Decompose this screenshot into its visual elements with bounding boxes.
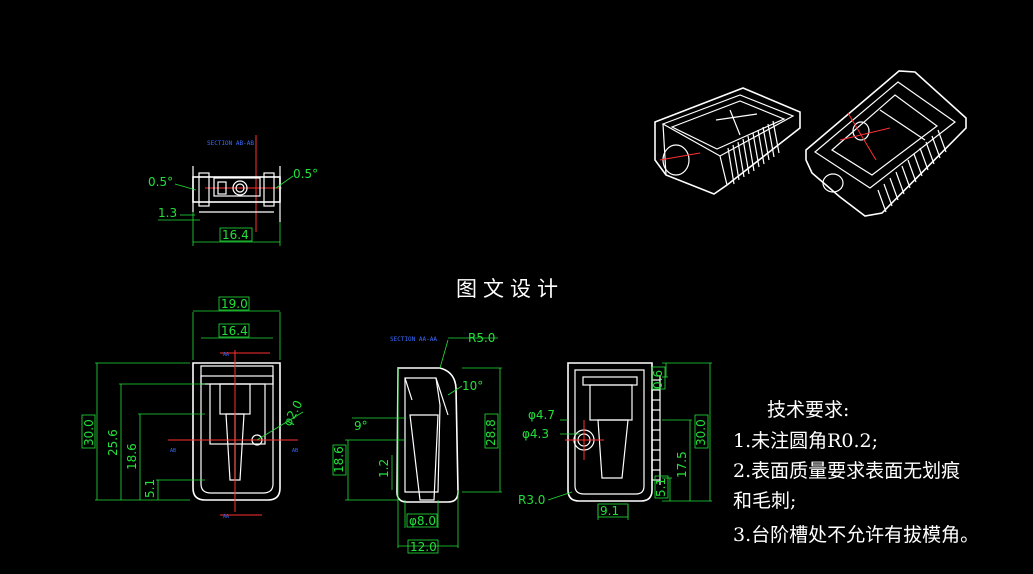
dim-1-2: 1.2	[377, 459, 391, 478]
mark-ab-left: AB	[170, 448, 176, 454]
dim-18-6-front: 18.6	[125, 443, 139, 470]
dim-5-1-side: 5.1	[654, 478, 668, 497]
dim-angle-10: 10°	[462, 379, 483, 393]
dim-5-1-front: 5.1	[143, 479, 157, 498]
mark-aa-top: AA	[223, 352, 229, 358]
dim-30-0-side: 30.0	[694, 419, 708, 446]
isometric-view-right	[805, 70, 967, 217]
dim-28-8: 28.8	[484, 419, 498, 446]
section-ab-label: SECTION AB-AB	[207, 140, 254, 147]
dim-1-3: 1.3	[158, 206, 177, 220]
isometric-view-left	[654, 87, 801, 195]
section-aa-view: SECTION AA-AA 12.0 φ8.0 R5.0 10° 9° 28.8…	[332, 331, 502, 554]
technical-requirements: 技术要求: 1.未注圆角R0.2; 2.表面质量要求表面无划痕 和毛刺; 3.台…	[733, 399, 979, 546]
mark-ab-right: AB	[292, 448, 298, 454]
dim-9-1: 9.1	[600, 504, 619, 518]
notes-heading: 技术要求:	[767, 399, 849, 421]
dim-angle-right: 0.5°	[293, 167, 318, 181]
section-aa-label: SECTION AA-AA	[390, 336, 437, 343]
dim-12-0: 12.0	[410, 540, 437, 554]
note-line-2b: 和毛刺;	[733, 490, 796, 512]
note-line-2a: 2.表面质量要求表面无划痕	[733, 460, 960, 482]
dim-17-5: 17.5	[675, 451, 689, 478]
dim-16-4-front: 16.4	[221, 324, 248, 338]
front-view: AA AA AB AB 19.0 16.4 30.0 25.6 18.6 5.1…	[81, 296, 305, 520]
dim-0-6: 0.6	[651, 370, 665, 389]
dim-phi-8-0: φ8.0	[409, 514, 436, 528]
note-line-3: 3.台阶槽处不允许有拔模角。	[733, 524, 979, 546]
dim-16-4-top: 16.4	[222, 228, 249, 242]
note-line-1: 1.未注圆角R0.2;	[733, 430, 878, 452]
dim-phi-4-7: φ4.7	[528, 408, 555, 422]
side-view: φ4.7 φ4.3 R3.0 9.1 30.0 17.5 0.6 5.1	[518, 362, 712, 520]
top-section-view: SECTION AB-AB 0.5° 0.5° 1.3 16.4	[148, 135, 318, 246]
drawing-title: 图文设计	[456, 277, 564, 301]
dim-r3-0: R3.0	[518, 493, 545, 507]
dim-angle-9: 9°	[354, 419, 368, 433]
dim-19-0: 19.0	[221, 297, 248, 311]
dim-30-0-front: 30.0	[82, 419, 96, 446]
dim-18-6-section: 18.6	[332, 446, 346, 473]
dim-25-6: 25.6	[106, 429, 120, 456]
dim-angle-left: 0.5°	[148, 175, 173, 189]
dim-phi-4-3: φ4.3	[522, 427, 549, 441]
mark-aa-bottom: AA	[223, 514, 229, 520]
